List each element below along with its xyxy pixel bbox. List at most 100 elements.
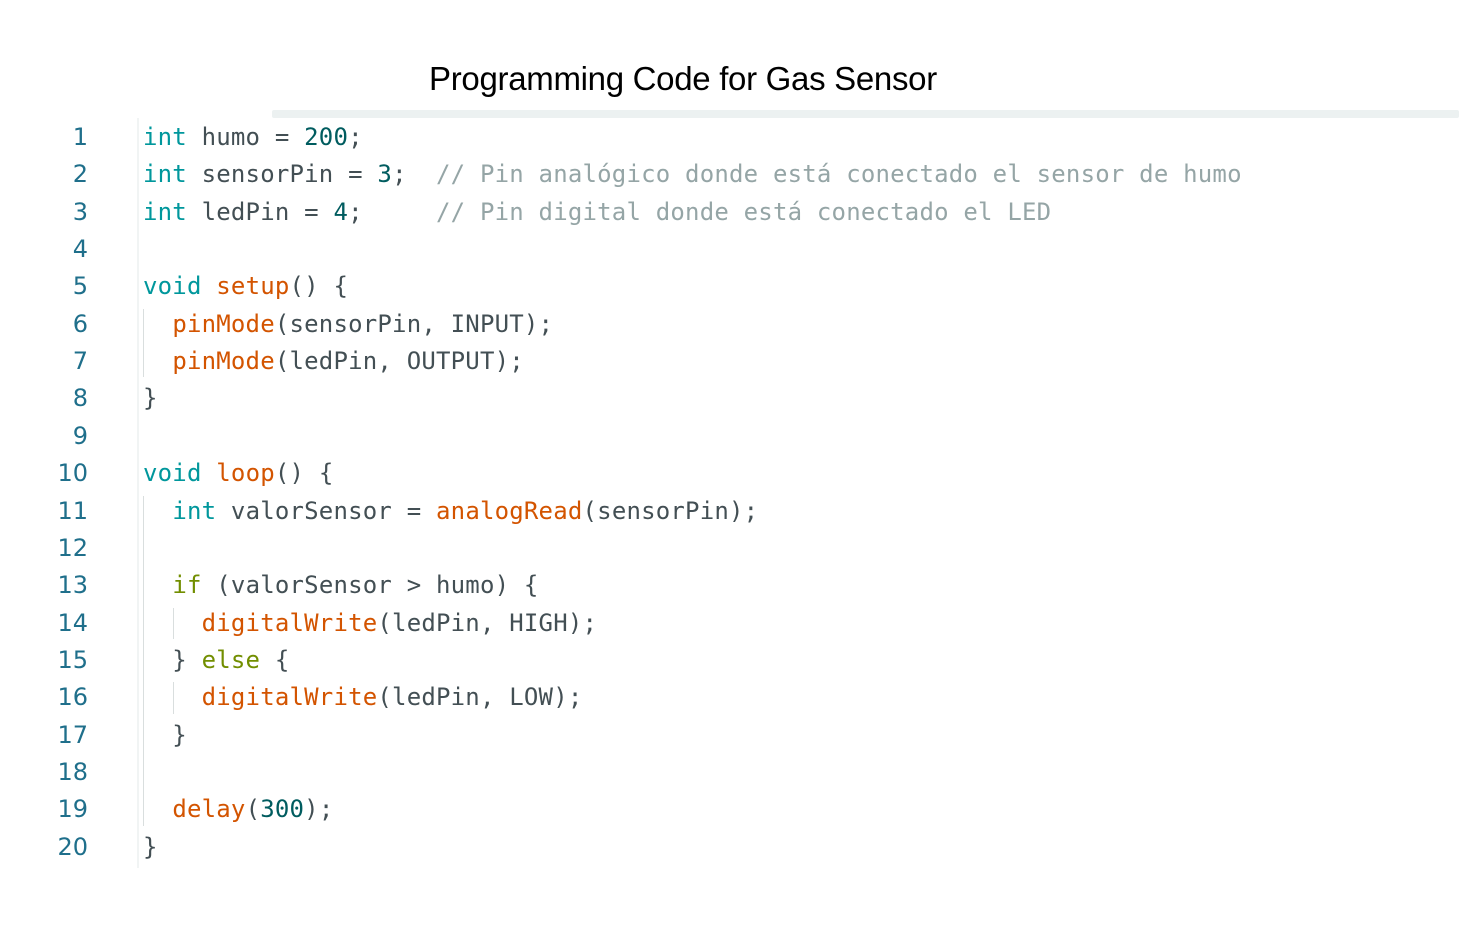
code-token: } bbox=[143, 384, 158, 413]
code-token: digitalWrite bbox=[201, 683, 378, 712]
code-token: () { bbox=[274, 459, 334, 488]
code-line: 11 int valorSensor = analogRead(sensorPi… bbox=[0, 493, 1484, 530]
line-number: 14 bbox=[57, 608, 88, 637]
line-number: 19 bbox=[57, 795, 88, 824]
line-number: 8 bbox=[72, 384, 88, 413]
line-code: digitalWrite(ledPin, LOW); bbox=[143, 679, 583, 716]
code-token: () { bbox=[289, 272, 349, 301]
code-token: (ledPin, OUTPUT); bbox=[274, 347, 524, 376]
code-line: 9 bbox=[0, 418, 1484, 455]
code-token bbox=[143, 571, 172, 599]
code-token: analogRead bbox=[436, 496, 583, 525]
line-number: 17 bbox=[57, 720, 88, 749]
gutter-separator bbox=[137, 118, 139, 868]
code-token: } bbox=[143, 645, 202, 674]
code-line: 6 pinMode(sensorPin, INPUT); bbox=[0, 306, 1484, 343]
line-number: 2 bbox=[72, 160, 88, 189]
code-line: 13 if (valorSensor > humo) { bbox=[0, 567, 1484, 604]
line-number: 4 bbox=[72, 235, 88, 264]
line-number: 3 bbox=[72, 197, 88, 226]
code-token: digitalWrite bbox=[201, 608, 378, 637]
code-token: 200 bbox=[304, 123, 349, 151]
code-line: 2 int sensorPin = 3; // Pin analógico don… bbox=[0, 156, 1484, 193]
code-token: 3 bbox=[377, 160, 393, 189]
code-line: 16 digitalWrite(ledPin, LOW); bbox=[0, 679, 1484, 716]
line-code: digitalWrite(ledPin, HIGH); bbox=[143, 605, 597, 642]
line-code: void setup() { bbox=[143, 268, 348, 305]
code-block-top-bar bbox=[272, 110, 1459, 118]
indent-guide bbox=[173, 682, 174, 714]
code-token: } bbox=[143, 720, 187, 749]
code-token: loop bbox=[216, 459, 275, 488]
code-token: ; bbox=[392, 160, 437, 189]
code-token bbox=[143, 310, 172, 338]
code-token: int bbox=[143, 160, 187, 189]
code-token: sensorPin = bbox=[186, 160, 378, 189]
code-line: 14 digitalWrite(ledPin, HIGH); bbox=[0, 605, 1484, 642]
line-number: 12 bbox=[57, 533, 88, 562]
line-number: 9 bbox=[72, 421, 88, 450]
code-token: pinMode bbox=[172, 347, 275, 376]
code-token bbox=[143, 795, 172, 823]
code-line: 10 void loop() { bbox=[0, 455, 1484, 492]
indent-guide bbox=[173, 607, 174, 639]
code-token: } bbox=[143, 832, 158, 861]
code-token: 4 bbox=[333, 197, 349, 226]
code-token: (sensorPin); bbox=[582, 496, 759, 525]
code-token: int bbox=[143, 123, 187, 151]
code-line: 1 int humo = 200; bbox=[0, 119, 1484, 156]
line-code: int ledPin = 4; // Pin digital donde est… bbox=[143, 194, 1051, 231]
code-token: ); bbox=[304, 795, 334, 824]
line-number: 10 bbox=[57, 459, 88, 488]
line-number: 13 bbox=[57, 571, 88, 600]
line-number: 16 bbox=[57, 683, 88, 712]
line-number: 20 bbox=[57, 832, 88, 861]
code-token: ; bbox=[348, 197, 437, 226]
line-number: 5 bbox=[72, 272, 88, 301]
code-line: 20} bbox=[0, 829, 1484, 866]
code-token: else bbox=[201, 645, 261, 674]
code-comment: // Pin analógico donde está conectado el… bbox=[436, 160, 1242, 189]
code-token: valorSensor = bbox=[216, 496, 437, 525]
code-token: ( bbox=[245, 795, 261, 824]
line-code: int sensorPin = 3; // Pin analógico dond… bbox=[143, 156, 1242, 193]
line-code: delay(300); bbox=[143, 791, 333, 828]
page-title-text: Programming Code for Gas Sensor bbox=[429, 60, 937, 97]
line-code: if (valorSensor > humo) { bbox=[143, 567, 539, 604]
code-token: { bbox=[260, 645, 290, 674]
line-code: } bbox=[143, 380, 158, 417]
code-comment: // Pin digital donde está conectado el L… bbox=[436, 197, 1052, 226]
code-token: ledPin = bbox=[186, 197, 334, 226]
code-token: int bbox=[172, 496, 217, 525]
line-code: } else { bbox=[143, 642, 290, 679]
code-line: 17 } bbox=[0, 717, 1484, 754]
code-token: void bbox=[143, 459, 202, 488]
code-token bbox=[202, 272, 217, 300]
line-code: pinMode(sensorPin, INPUT); bbox=[143, 306, 553, 343]
code-token: humo = bbox=[186, 123, 305, 151]
code-token: delay bbox=[172, 795, 246, 824]
code-token bbox=[143, 497, 172, 525]
code-line: 8} bbox=[0, 380, 1484, 417]
code-line: 4 bbox=[0, 231, 1484, 268]
line-code: pinMode(ledPin, OUTPUT); bbox=[143, 343, 524, 380]
code-token: setup bbox=[216, 272, 290, 301]
code-line: 12 bbox=[0, 530, 1484, 567]
code-token: (ledPin, HIGH); bbox=[377, 608, 598, 637]
code-token bbox=[202, 459, 217, 487]
code-line: 7 pinMode(ledPin, OUTPUT); bbox=[0, 343, 1484, 380]
line-code: int valorSensor = analogRead(sensorPin); bbox=[143, 493, 758, 530]
line-number: 11 bbox=[57, 496, 88, 525]
code-line: 15 } else { bbox=[0, 642, 1484, 679]
indent-guide bbox=[143, 495, 144, 826]
code-token: if bbox=[172, 571, 202, 600]
code-token: void bbox=[143, 272, 202, 301]
line-number: 6 bbox=[72, 309, 88, 338]
code-token: ; bbox=[348, 123, 363, 151]
line-number: 1 bbox=[72, 123, 88, 151]
line-number: 7 bbox=[72, 347, 88, 376]
code-token: (sensorPin, INPUT); bbox=[274, 309, 554, 338]
code-token: 300 bbox=[260, 795, 305, 824]
line-code: int humo = 200; bbox=[143, 119, 363, 156]
indent-guide bbox=[143, 308, 144, 378]
